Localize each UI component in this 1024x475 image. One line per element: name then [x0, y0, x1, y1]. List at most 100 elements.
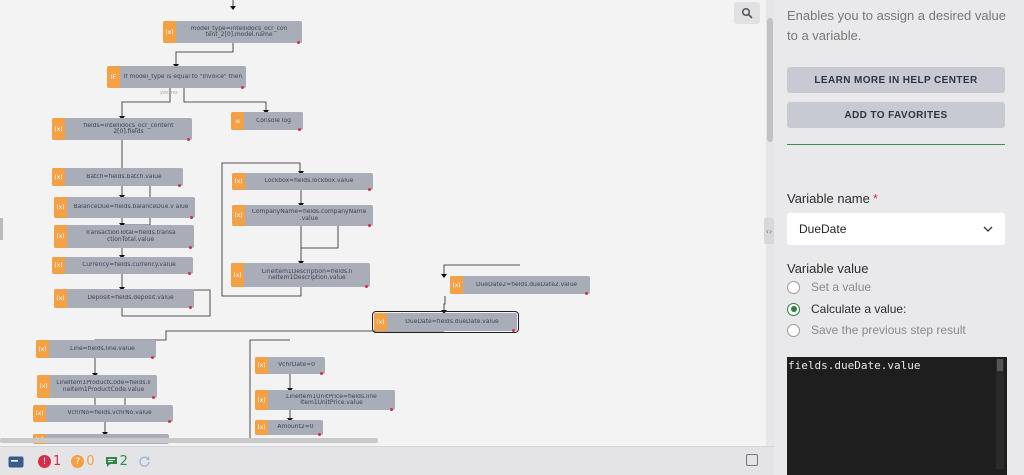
assign-node-vchr-date[interactable]: (x) VchrDate=0: [255, 357, 325, 375]
assign-node-line[interactable]: (x)Line=fields.line.value: [36, 340, 156, 359]
variable-icon: (x): [52, 118, 65, 140]
add-to-favorites-button[interactable]: ADD TO FAVORITES: [787, 102, 1005, 128]
variable-icon: (x): [33, 405, 46, 422]
radio-label: Set a value: [811, 280, 872, 294]
connector-lines: [92, 0, 521, 438]
node-label: LineItem1UnitPrice=fields.line Item1Unit…: [286, 393, 377, 406]
radio-circle[interactable]: [787, 323, 800, 337]
search-icon: [741, 7, 753, 19]
workflow-canvas[interactable]: (x) model_type=intellidocs_ocr_con tent_2…: [0, 0, 766, 446]
node-label: BalanceDue=fields.balanceDue.v alue: [73, 204, 189, 211]
status-bar: !1 ?0 2: [0, 446, 774, 475]
variable-icon: (x): [231, 263, 244, 287]
node-label: LineItem1Description=fields.li neItem1De…: [261, 268, 353, 281]
radio-save-previous-result[interactable]: Save the previous step result: [787, 323, 966, 337]
radio-calculate-value[interactable]: Calculate a value:: [787, 302, 906, 316]
scroll-thumb[interactable]: [767, 18, 773, 142]
node-label: LineItem1ProductCode=fields.li neItem1Pr…: [56, 380, 151, 393]
assign-node-batch[interactable]: (x) Batch=fields.batch.value: [52, 168, 183, 187]
variable-name-label: Variable name*: [787, 191, 878, 206]
node-label: fields=intellidocs_ocr_content 2[0].fiel…: [83, 122, 174, 135]
radio-circle[interactable]: [787, 302, 800, 316]
variable-icon: (x): [450, 276, 463, 294]
node-label: Amount2=0: [277, 424, 314, 431]
node-label: VchrDate=0: [278, 362, 315, 369]
assign-node-amount-2[interactable]: (x) Amount2=0: [255, 420, 323, 436]
warnings-counter[interactable]: ?0: [71, 454, 95, 469]
variable-icon: (x): [52, 168, 65, 186]
action-description: Enables you to assign a desired value to…: [787, 8, 1006, 43]
chevron-down-icon: [983, 226, 993, 232]
assign-node-deposit[interactable]: (x) Deposit=fields.deposit.value: [54, 289, 194, 309]
warning-icon: ?: [71, 455, 85, 468]
variable-icon: (x): [232, 173, 245, 190]
help-center-button[interactable]: LEARN MORE IN HELP CENTER: [787, 67, 1005, 93]
expression-code-editor[interactable]: fields.dueDate.value: [787, 357, 1007, 475]
branch-no-label: no: [171, 90, 178, 96]
variable-name-select[interactable]: DueDate: [787, 213, 1005, 245]
node-label: model_type=intellidocs_ocr_con tent_2[0]…: [190, 25, 288, 38]
radio-circle[interactable]: [787, 280, 800, 294]
assign-node-due-date-selected[interactable]: (x) DueDate=fields.dueDate.value: [372, 311, 519, 333]
variable-icon: (x): [54, 225, 67, 248]
variable-icon: (x): [54, 197, 67, 218]
node-label: Deposit=fields.deposit.value: [87, 295, 174, 302]
node-label: Currency=fields.currency.value: [82, 262, 176, 269]
node-label: CompanyName=fields.companyName .value: [251, 209, 367, 222]
node-label: DueDate=fields.dueDate.value: [405, 318, 499, 325]
assign-node-vchr-no[interactable]: (x) VchrNo=fields.vchrNo.value: [33, 405, 173, 423]
editor-scrollbar[interactable]: [996, 359, 1004, 469]
node-label: TransactionTotal=fields.transa ctionTota…: [85, 230, 176, 243]
radio-set-value[interactable]: Set a value: [787, 280, 871, 294]
required-mark: *: [872, 191, 878, 206]
variable-icon: (x): [255, 420, 268, 435]
assign-node-fields[interactable]: (x) fields=intellidocs_ocr_content 2[0].f…: [52, 118, 192, 141]
assign-node-line-item-description[interactable]: (x) LineItem1Description=fields.li neItem…: [231, 263, 370, 288]
assign-node-due-date-2[interactable]: (x)DueDate2=fields.dueDate2.value: [450, 276, 590, 295]
errors-count: 1: [53, 454, 62, 469]
error-icon: !: [38, 455, 51, 468]
radio-label: Calculate a value:: [811, 302, 907, 316]
node-label: Batch=fields.batch.value: [86, 173, 162, 180]
console-log-node[interactable]: ≡Console log: [231, 112, 303, 131]
assign-node-lockbox[interactable]: (x)Lockbox=fields.lockbox.value: [232, 173, 373, 191]
refresh-button[interactable]: [138, 455, 151, 468]
variable-icon: (x): [232, 205, 245, 226]
message-icon: [105, 456, 117, 467]
assign-node-transaction-total[interactable]: (x) TransactionTotal=fields.transa ctionT…: [54, 225, 194, 249]
variable-icon: (x): [374, 313, 387, 331]
console-toggle[interactable]: [8, 456, 24, 468]
section-divider: [787, 144, 1005, 145]
messages-count: 2: [119, 454, 128, 469]
variable-icon: (x): [37, 375, 50, 398]
horizontal-scrollbar[interactable]: [0, 438, 378, 443]
assign-node-balance-due[interactable]: (x) BalanceDue=fields.balanceDue.v alue: [54, 197, 195, 219]
errors-counter[interactable]: !1: [38, 454, 61, 469]
log-icon: ≡: [231, 112, 244, 130]
assign-node-company-name[interactable]: (x) CompanyName=fields.companyName .value: [232, 205, 373, 227]
variable-icon: (x): [52, 257, 65, 274]
assign-node-line-item-unit-price[interactable]: (x)LineItem1UnitPrice=fields.line Item1U…: [255, 390, 395, 411]
collapse-panel-icon[interactable]: ‹›: [764, 218, 774, 244]
branch-yes-label: yes: [160, 90, 169, 96]
stop-checkbox[interactable]: [746, 454, 758, 466]
refresh-icon: [139, 456, 150, 467]
variable-icon: (x): [255, 357, 268, 374]
variable-icon: (x): [54, 289, 67, 308]
branch-icon: IF: [107, 66, 120, 88]
assign-node-model-type[interactable]: (x) model_type=intellidocs_ocr_con tent_2…: [163, 21, 302, 44]
messages-counter[interactable]: 2: [105, 454, 128, 469]
left-panel-handle[interactable]: [0, 218, 3, 240]
console-icon: [8, 456, 24, 467]
assign-node-line-item-product-code[interactable]: (x) LineItem1ProductCode=fields.li neItem…: [37, 375, 157, 399]
assign-node-currency[interactable]: (x) Currency=fields.currency.value: [52, 257, 193, 275]
canvas-search-button[interactable]: [734, 2, 760, 24]
radio-label: Save the previous step result: [811, 323, 966, 337]
properties-panel: Enables you to assign a desired value to…: [774, 0, 1024, 475]
variable-name-value: DueDate: [799, 222, 847, 236]
node-label: VchrNo=fields.vchrNo.value: [67, 410, 152, 417]
variable-value-label: Variable value: [787, 261, 869, 276]
variable-icon: (x): [163, 21, 176, 43]
